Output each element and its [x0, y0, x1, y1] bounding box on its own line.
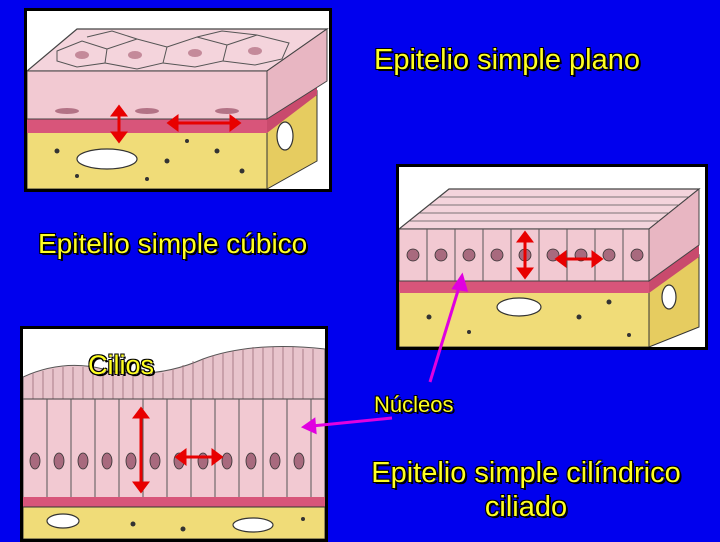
cuboidal-epithelium-drawing	[399, 187, 701, 347]
label-ciliated-columnar-line2: ciliado	[484, 491, 568, 523]
label-squamous: Epitelio simple plano	[374, 44, 640, 76]
label-ciliated-columnar: Epitelio simple cilíndrico ciliado	[336, 456, 716, 524]
label-cilia: Cilios	[88, 350, 155, 380]
label-ciliated-columnar-line1: Epitelio simple cilíndrico	[371, 457, 681, 489]
cuboidal-epithelium-illustration	[396, 164, 708, 350]
ciliated-columnar-epithelium-drawing	[23, 346, 325, 539]
label-nuclei: Núcleos	[374, 392, 454, 417]
squamous-epithelium-illustration	[24, 8, 332, 192]
label-cuboidal: Epitelio simple cúbico	[38, 228, 308, 259]
ciliated-columnar-epithelium-illustration	[20, 326, 328, 542]
squamous-epithelium-drawing	[27, 28, 329, 189]
